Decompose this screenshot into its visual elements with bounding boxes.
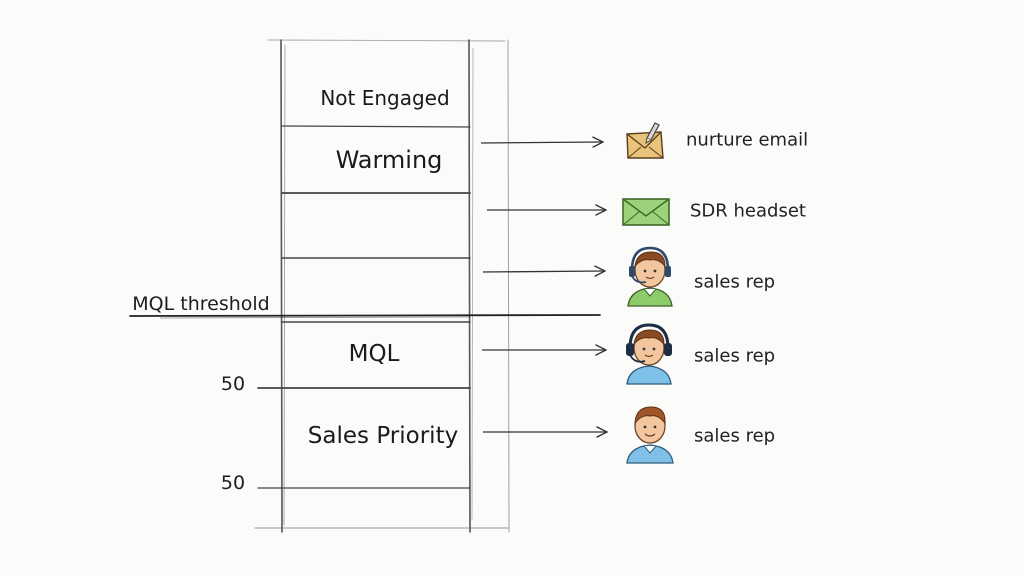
arrow-3 <box>482 271 605 272</box>
mql-threshold-line <box>129 314 601 317</box>
divider-1 <box>281 125 471 128</box>
stage-label-sales-priority: Sales Priority <box>307 423 459 449</box>
stage-dividers <box>257 125 471 489</box>
action-label-sales-rep: sales rep <box>694 425 776 447</box>
ladder-outer-rail <box>507 39 510 533</box>
mql-threshold-label: MQL threshold <box>132 293 270 315</box>
action-label-sdr-headset: SDR headset <box>690 200 806 222</box>
arrows <box>480 142 607 432</box>
sales-rep-headset-icon <box>627 246 673 307</box>
ladder-left-rail <box>280 39 283 533</box>
stage-label-not-engaged: Not Engaged <box>320 86 450 110</box>
sales-rep-headset-icon <box>626 323 672 385</box>
envelope-with-pen-icon <box>626 122 664 159</box>
arrow-1 <box>480 142 603 143</box>
green-envelope-icon <box>622 198 670 226</box>
action-label-nurture-email: nurture email <box>686 129 809 151</box>
ladder-right-rail <box>468 39 471 533</box>
action-label-sales-rep: sales rep <box>694 345 776 367</box>
score-label: 50 <box>220 373 246 395</box>
score-label: 50 <box>220 472 246 494</box>
action-label-sales-rep: sales rep <box>694 271 776 293</box>
stage-label-mql: MQL <box>348 341 400 367</box>
ladder-frame <box>254 39 510 533</box>
stage-label-warming: Warming <box>335 146 443 174</box>
sales-rep-icon <box>626 406 674 464</box>
